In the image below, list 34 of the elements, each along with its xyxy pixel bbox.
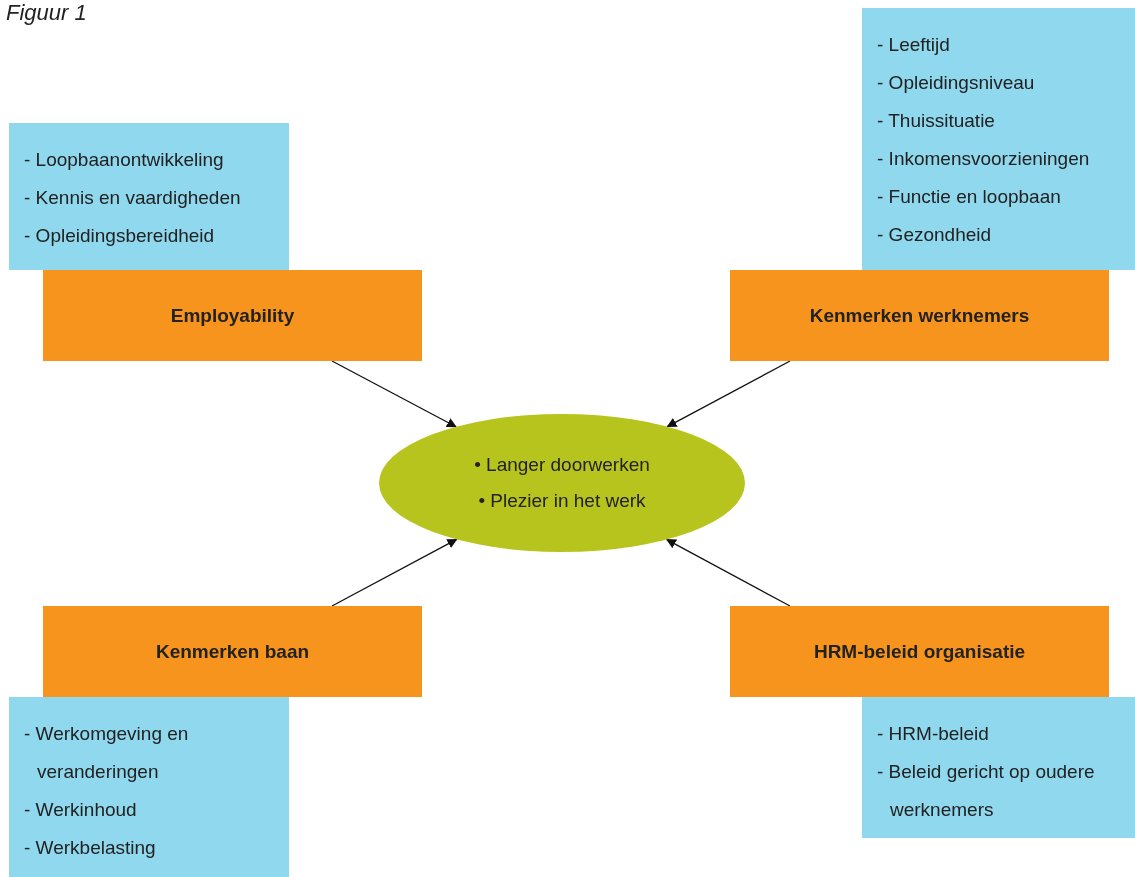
list-item: - Leeftijd: [877, 33, 951, 57]
factor-label: Kenmerken werknemers: [809, 304, 1030, 327]
outcome-item: • Langer doorwerken: [474, 453, 650, 477]
factor-box: [43, 270, 422, 361]
list-item: - Werkinhoud: [24, 798, 138, 822]
list-item: - Opleidingsbereidheid: [24, 224, 216, 248]
list-panel: [9, 697, 289, 877]
factor-label: Kenmerken baan: [155, 640, 310, 663]
factor-box: [43, 606, 422, 697]
list-panel: [862, 8, 1135, 270]
factor-label: Employability: [170, 304, 295, 327]
factor-box: [730, 606, 1109, 697]
list-item: - Thuissituatie: [877, 109, 996, 133]
arrow: [665, 538, 791, 607]
arrow: [331, 360, 457, 428]
outcome-ellipse: [379, 414, 745, 552]
factor-box: [730, 270, 1109, 361]
list-panel: [9, 123, 289, 270]
factor-label: HRM-beleid organisatie: [813, 640, 1026, 663]
list-item: - Werkomgeving en veranderingen: [24, 722, 190, 784]
outcome-item: • Plezier in het werk: [478, 489, 646, 513]
list-item: - Gezondheid: [877, 223, 993, 247]
list-item: - Beleid gericht op oudere werknemers: [877, 760, 1096, 822]
arrow: [666, 360, 791, 428]
list-panel: [862, 697, 1135, 838]
list-item: - Opleidingsniveau: [877, 71, 1036, 95]
list-item: - Functie en loopbaan: [877, 185, 1062, 209]
list-item: - Inkomensvoorzieningen: [877, 147, 1091, 171]
list-item: - HRM-beleid: [877, 722, 990, 746]
list-item: - Werkbelasting: [24, 836, 157, 860]
list-item: - Loopbaanontwikkeling: [24, 148, 225, 172]
figure-title: Figuur 1: [6, 0, 87, 26]
arrow: [331, 538, 458, 607]
list-item: - Kennis en vaardigheden: [24, 186, 242, 210]
